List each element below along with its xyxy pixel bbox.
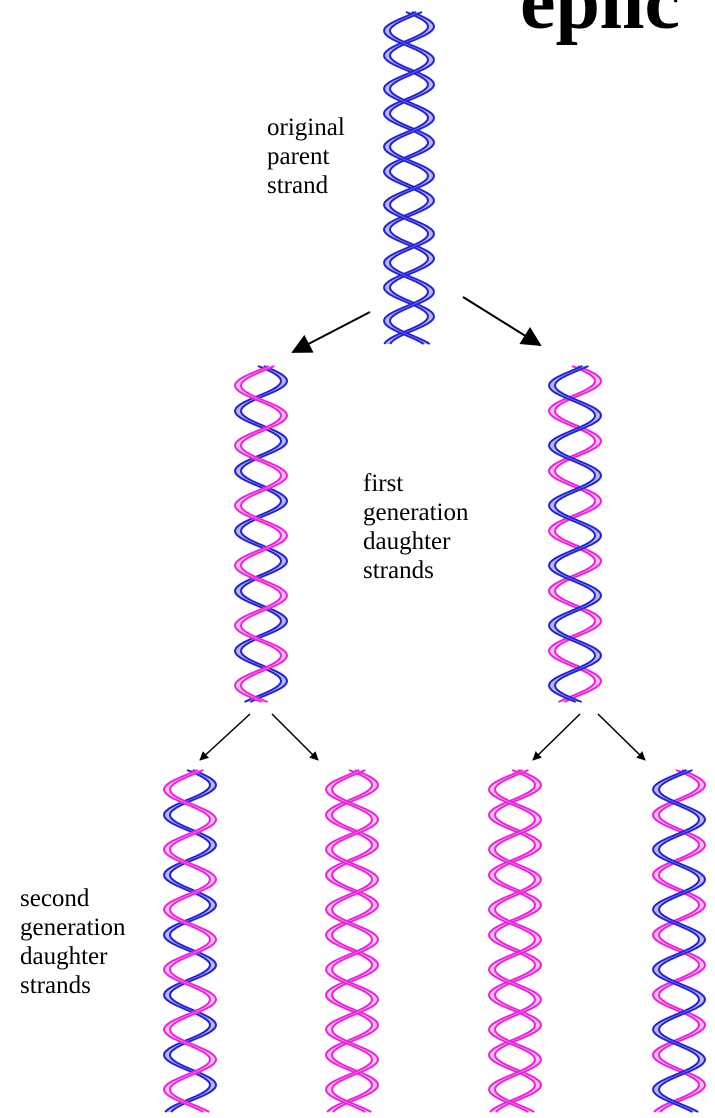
first-gen-helix-left (235, 366, 287, 702)
replication-arrow (463, 297, 540, 345)
label-line: original (267, 113, 345, 142)
second-gen-helix-1 (164, 770, 216, 1112)
first-gen-helix-right (549, 366, 601, 702)
label-line: first (363, 469, 469, 498)
replication-arrow (200, 714, 250, 760)
label-line: daughter (363, 527, 469, 556)
label-line: daughter (20, 942, 126, 971)
replication-arrow (598, 714, 645, 760)
label-line: strands (363, 556, 469, 585)
original-parent-strand-label: original parent strand (267, 113, 345, 200)
parent-helix (384, 12, 434, 344)
label-line: strands (20, 971, 126, 1000)
second-gen-helix-4 (653, 770, 705, 1112)
strand-new (326, 770, 378, 1112)
second-gen-helix-3 (489, 770, 541, 1112)
strand-new (489, 770, 541, 1112)
replication-arrow (533, 714, 580, 760)
second-generation-label: second generation daughter strands (20, 884, 126, 1000)
replication-arrow (293, 312, 370, 352)
replication-arrow (272, 714, 318, 760)
strand-original (164, 770, 216, 1112)
label-line: second (20, 884, 126, 913)
label-line: strand (267, 171, 345, 200)
first-generation-label: first generation daughter strands (363, 469, 469, 585)
second-gen-helix-2 (326, 770, 378, 1112)
label-line: generation (363, 498, 469, 527)
label-line: parent (267, 142, 345, 171)
strand-new (653, 770, 705, 1112)
label-line: generation (20, 913, 126, 942)
